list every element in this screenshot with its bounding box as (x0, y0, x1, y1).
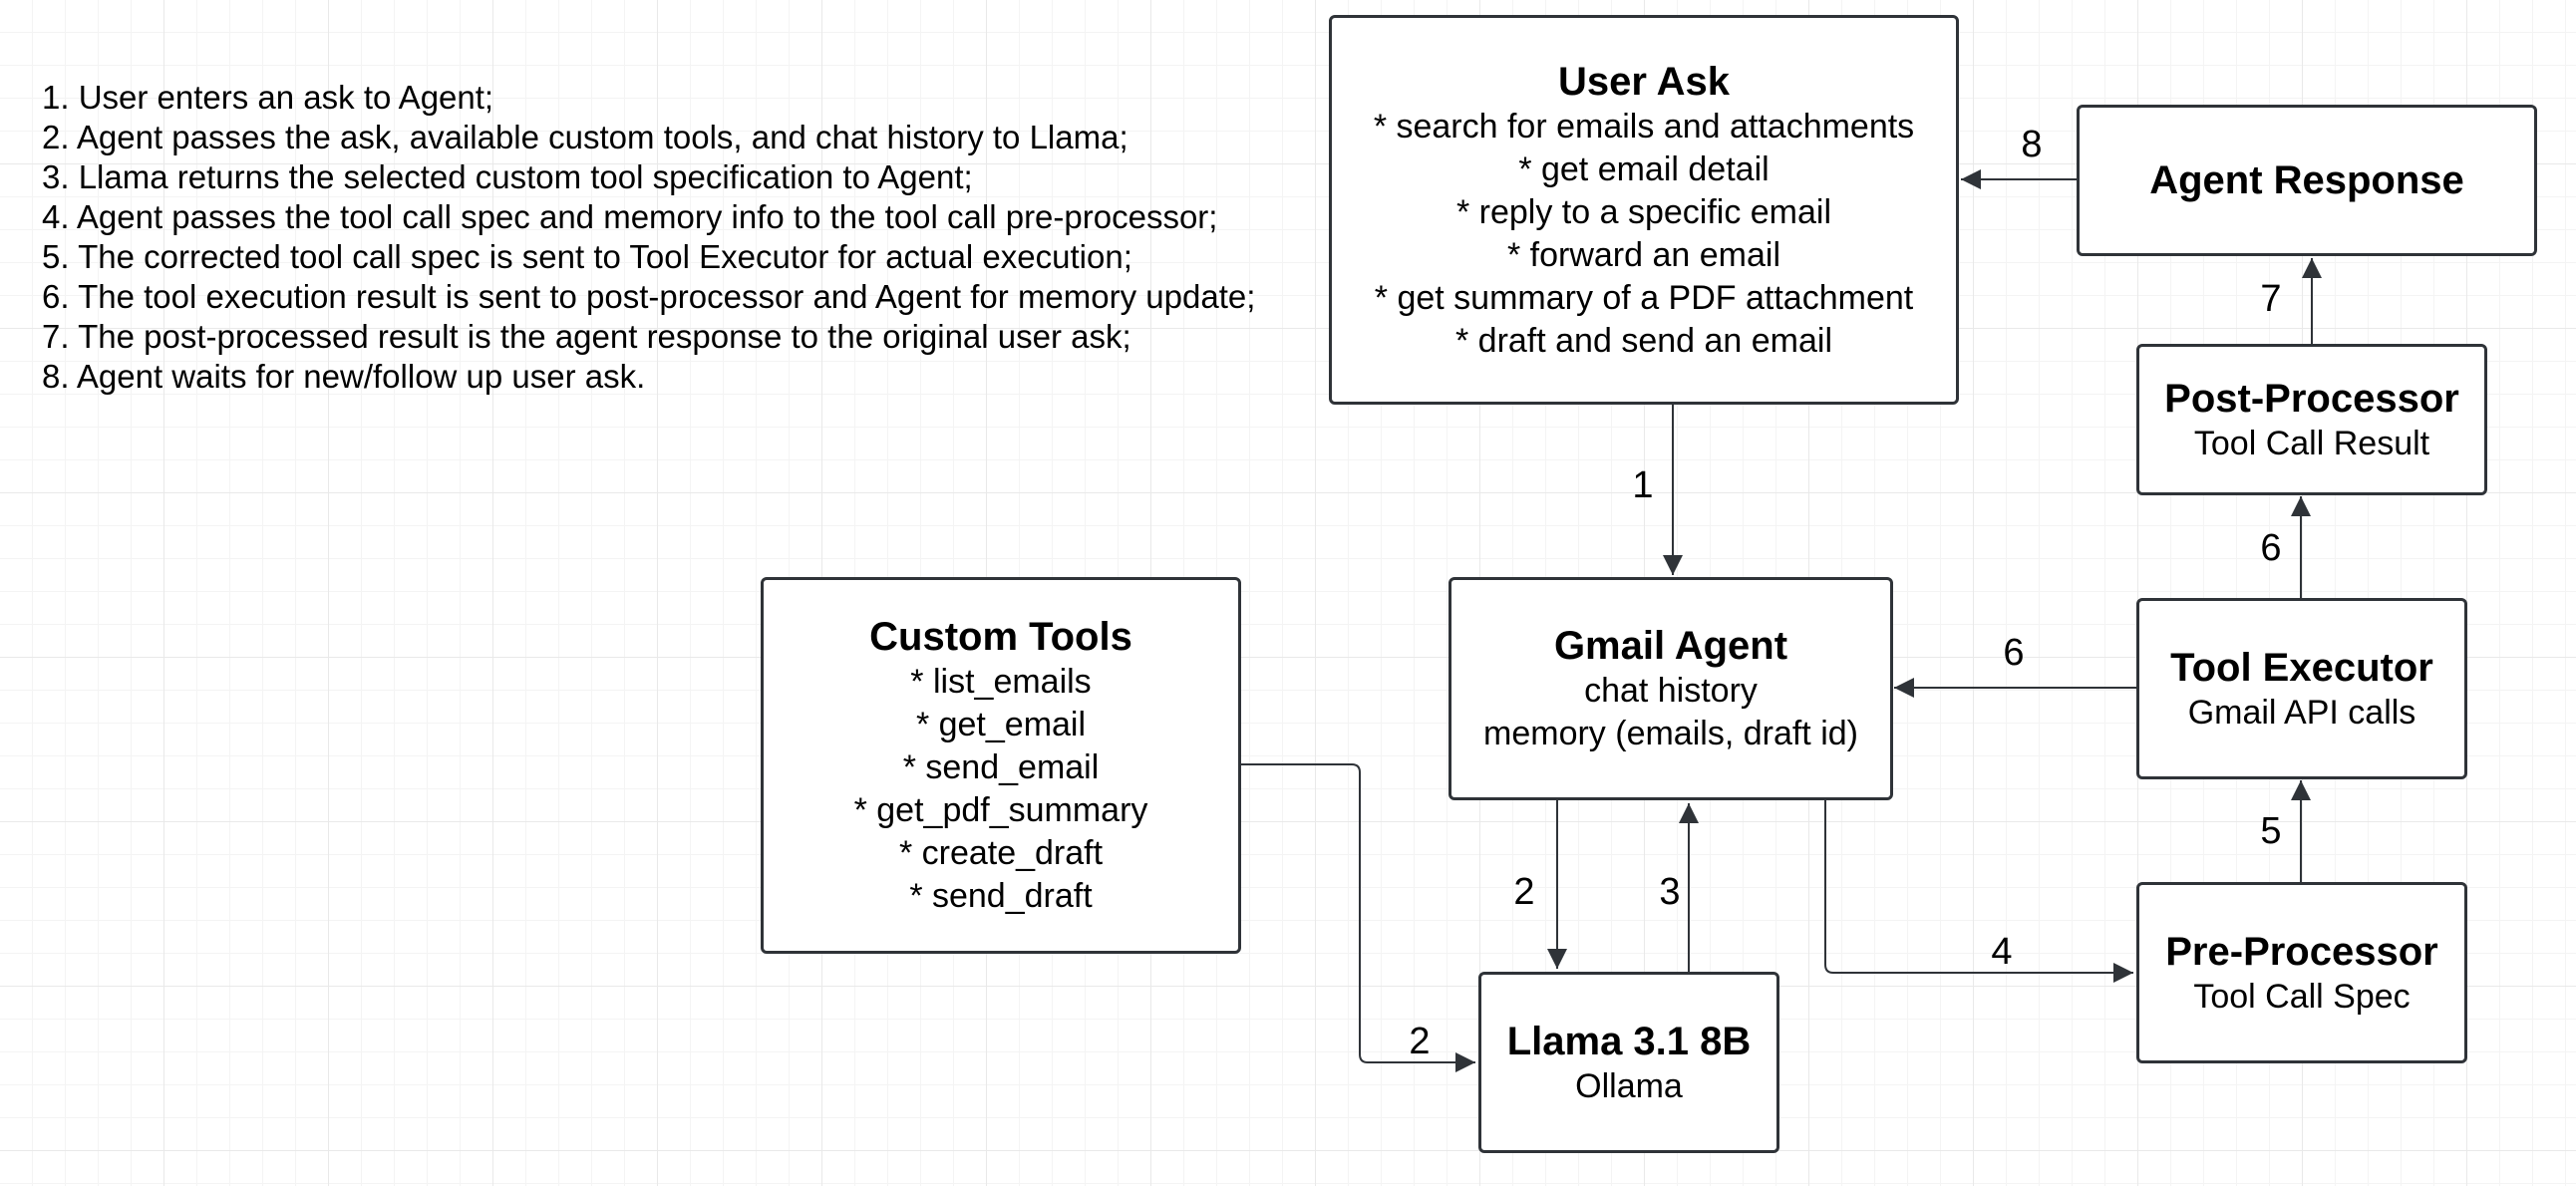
node-line: * search for emails and attachments (1373, 107, 1915, 146)
node-title: Pre-Processor (2165, 929, 2438, 974)
node-agent-response: Agent Response (2077, 105, 2537, 256)
step-item: 7. The post-processed result is the agen… (42, 318, 1131, 355)
node-title: Tool Executor (2170, 645, 2433, 690)
node-title: User Ask (1558, 59, 1730, 104)
node-line: * send_email (902, 748, 1100, 786)
node-title: Custom Tools (869, 615, 1132, 659)
node-line: * list_emails (910, 663, 1092, 701)
node-line: * create_draft (898, 834, 1104, 872)
node-line: * get_pdf_summary (853, 791, 1148, 829)
node-user-ask: User Ask * search for emails and attachm… (1329, 15, 1959, 405)
node-post-processor: Post-Processor Tool Call Result (2136, 344, 2487, 495)
node-line: * get email detail (1518, 149, 1770, 188)
step-item: 8. Agent waits for new/follow up user as… (42, 358, 646, 395)
edge-label: 6 (2260, 527, 2282, 569)
edge-label: 4 (1991, 931, 2013, 973)
edge-label: 7 (2260, 278, 2282, 320)
edge-label: 2 (1409, 1021, 1431, 1062)
node-line: Tool Call Spec (2193, 977, 2411, 1016)
node-line: memory (emails, draft id) (1483, 715, 1858, 752)
node-custom-tools: Custom Tools * list_emails * get_email *… (761, 577, 1241, 954)
node-gmail-agent: Gmail Agent chat history memory (emails,… (1449, 577, 1893, 800)
step-item: 1. User enters an ask to Agent; (42, 79, 494, 116)
node-llama: Llama 3.1 8B Ollama (1478, 972, 1779, 1153)
node-line: * get_email (915, 706, 1087, 743)
edge-label: 2 (1513, 871, 1535, 913)
edge-label: 6 (2003, 632, 2025, 674)
node-title: Llama 3.1 8B (1506, 1019, 1752, 1063)
node-line: * send_draft (909, 877, 1093, 915)
node-line: * reply to a specific email (1455, 192, 1832, 231)
edge-label: 1 (1632, 464, 1654, 506)
edge-gmail-agent-to-pre-processor (1824, 799, 2133, 983)
edge-label: 8 (2021, 124, 2043, 165)
edge-label: 3 (1659, 871, 1681, 913)
edge-custom-tools-to-llama (1240, 763, 1475, 1072)
node-line: Ollama (1575, 1066, 1683, 1105)
step-item: 5. The corrected tool call spec is sent … (42, 238, 1132, 275)
step-item: 3. Llama returns the selected custom too… (42, 158, 973, 195)
node-line: Tool Call Result (2193, 424, 2430, 462)
node-line: * get summary of a PDF attachment (1374, 278, 1914, 317)
node-line: * forward an email (1506, 235, 1780, 274)
node-line: * draft and send an email (1454, 321, 1833, 360)
edge-label: 5 (2260, 810, 2282, 852)
node-tool-executor: Tool Executor Gmail API calls (2136, 598, 2467, 779)
node-line: Gmail API calls (2187, 693, 2416, 732)
node-line: chat history (1584, 672, 1758, 710)
node-pre-processor: Pre-Processor Tool Call Spec (2136, 882, 2467, 1063)
node-title: Gmail Agent (1553, 624, 1788, 668)
step-item: 4. Agent passes the tool call spec and m… (42, 198, 1218, 235)
steps-list: 1. User enters an ask to Agent; 2. Agent… (42, 78, 1255, 397)
step-item: 2. Agent passes the ask, available custo… (42, 119, 1128, 155)
node-title: Agent Response (2149, 158, 2464, 202)
node-title: Post-Processor (2164, 376, 2459, 421)
step-item: 6. The tool execution result is sent to … (42, 278, 1256, 315)
